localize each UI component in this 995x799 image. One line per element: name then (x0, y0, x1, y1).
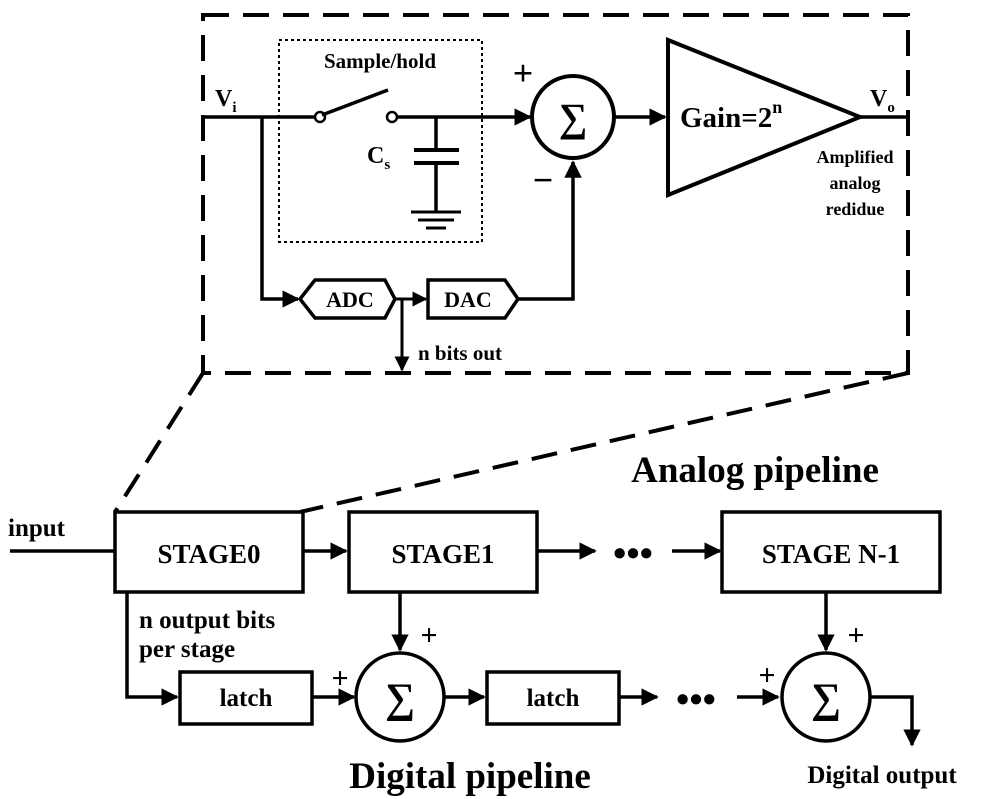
stage1-label: STAGE1 (391, 539, 494, 569)
switch-terminal-right (385, 110, 399, 124)
sumn-plus-top: + (847, 619, 864, 652)
analog-pipeline-title: Analog pipeline (631, 450, 879, 491)
output-bits-note-line2: per stage (139, 636, 235, 663)
sumn-to-output-wire (870, 695, 921, 747)
amplified-residue-line3: redidue (826, 199, 885, 219)
sum-minus-sign: − (533, 160, 554, 200)
amplified-residue-line1: Amplified (816, 147, 893, 167)
sum1-plus-left: + (331, 662, 348, 695)
latch2-label: latch (527, 685, 580, 712)
sum-plus-sign: + (513, 53, 534, 93)
stage-detail-dashed-box (201, 13, 910, 375)
dac-block (426, 278, 521, 320)
sample-hold-box (278, 39, 483, 243)
latch2-block (485, 670, 621, 726)
digital-ellipsis: ••• (676, 679, 716, 721)
adc-feed-wire (260, 117, 300, 308)
vin-label: Vi (215, 86, 237, 116)
cap-label: Cs (367, 143, 390, 173)
gain-text: Gain=2n (680, 97, 782, 134)
stage0-label: STAGE0 (157, 539, 260, 569)
stage-n-minus-1-block (720, 510, 942, 594)
ground-icon (411, 210, 461, 230)
gain-amplifier (666, 37, 866, 198)
dac-to-sum-wire (518, 160, 582, 301)
stage-n-minus-1-label: STAGE N-1 (762, 539, 900, 569)
sum1-plus-top: + (420, 619, 437, 652)
bits-out-label: n bits out (418, 341, 502, 365)
dac-label: DAC (444, 287, 492, 312)
zoom-line-left (113, 371, 205, 514)
latch1-block (178, 670, 314, 726)
zoom-line-right (299, 371, 909, 514)
sample-hold-label: Sample/hold (324, 49, 436, 73)
analog-ellipsis: ••• (613, 533, 653, 575)
digital-output-label: Digital output (807, 762, 957, 789)
sumn-plus-left: + (758, 659, 775, 692)
adc-label: ADC (326, 287, 374, 312)
vout-label: Vo (870, 86, 895, 116)
output-bits-note-line1: n output bits (139, 607, 275, 634)
sumn-symbol: ∑ (811, 676, 841, 722)
sum1-symbol: ∑ (385, 676, 415, 722)
stage0-to-latch1-wire (125, 592, 179, 706)
latch1-label: latch (220, 685, 273, 712)
input-label: input (8, 515, 66, 542)
sum-symbol: ∑ (559, 95, 588, 140)
digital-pipeline-title: Digital pipeline (349, 756, 591, 797)
amplified-residue-line2: analog (829, 173, 880, 193)
switch-blade (321, 88, 389, 117)
